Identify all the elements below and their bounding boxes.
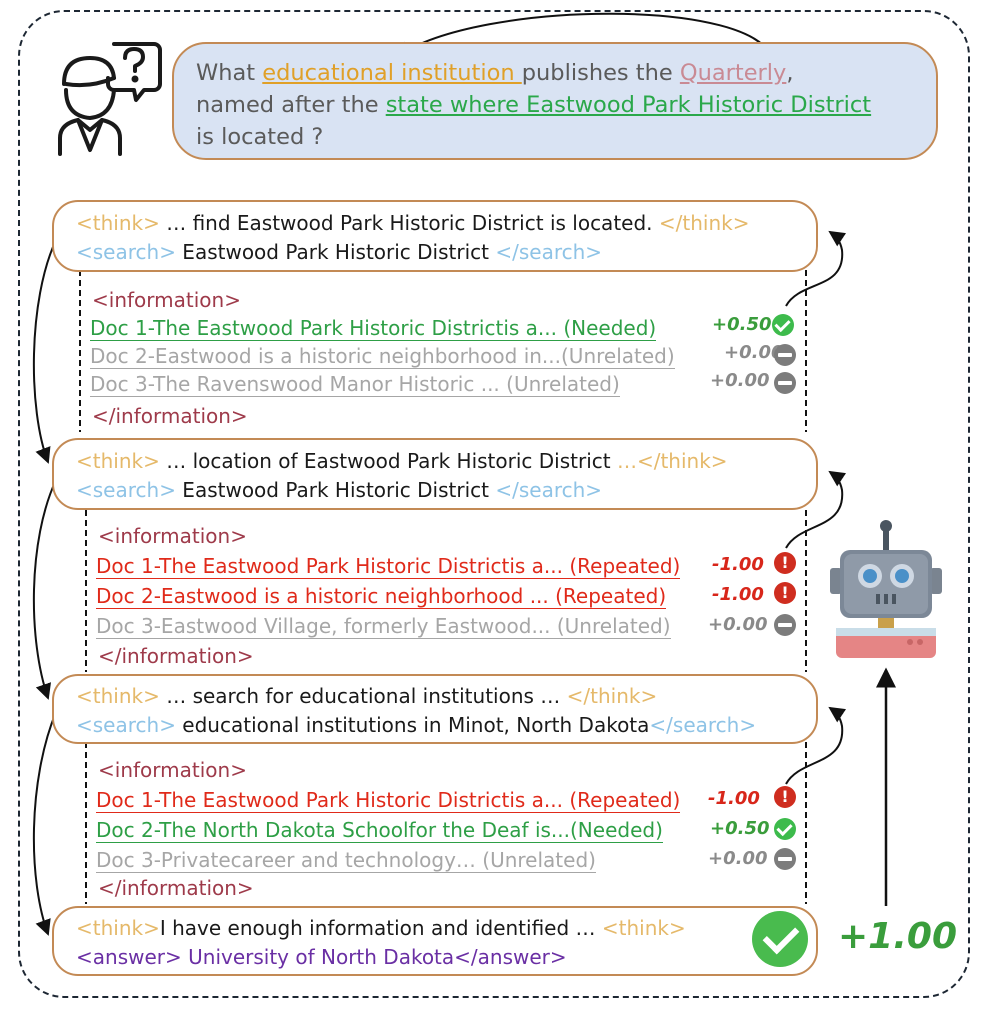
think-close-tag: </think>: [636, 449, 728, 473]
robot-icon: [830, 520, 942, 658]
minus-icon: [774, 614, 796, 636]
step-3-search: educational institutions in Minot, North…: [175, 713, 650, 737]
step-3-doc-2: Doc 2-The North Dakota Schoolfor the Dea…: [96, 818, 663, 843]
outer-dashed-frame: [18, 10, 970, 998]
info-3-open: <information>: [98, 758, 247, 782]
arrow-feedback-1: [785, 230, 847, 307]
step-1-doc-3-score: +0.00: [710, 370, 770, 391]
step-2-box: <think> … location of Eastwood Park Hist…: [52, 438, 818, 510]
search-open-tag: <search>: [76, 478, 176, 502]
question-text-4: named after the: [196, 92, 386, 118]
think-open-tag: <think>: [76, 211, 160, 235]
step-1-box: <think> … find Eastwood Park Historic Di…: [52, 200, 818, 272]
question-box: What educational institution publishes t…: [172, 42, 938, 160]
info-2-close: </information>: [98, 644, 254, 668]
question-text-1: What: [196, 60, 263, 86]
question-text-5: is located ?: [196, 124, 324, 150]
step-3-doc-3: Doc 3-Privatecareer and technology… (Unr…: [96, 848, 596, 873]
step-2-doc-1: Doc 1-The Eastwood Park Historic Distric…: [96, 554, 681, 579]
step-2-doc-3-score: +0.00: [708, 614, 768, 635]
arrow-step3-to-final: [32, 711, 57, 936]
info-1-close: </information>: [92, 404, 248, 428]
question-text-3: ,: [786, 60, 794, 86]
entity-state: state where Eastwood Park Historic Distr…: [385, 92, 872, 118]
question-text-2: publishes the: [521, 60, 680, 86]
step-3-doc-2-score: +0.50: [710, 818, 770, 839]
think-close-tag: </think>: [658, 211, 750, 235]
minus-icon: [774, 344, 796, 366]
think-open-tag: <think>: [76, 916, 160, 940]
step-2-doc-2-score: -1.00: [712, 584, 764, 605]
step-1-doc-2: Doc 2-Eastwood is a historic neighborhoo…: [90, 344, 675, 369]
step-1-search: Eastwood Park Historic District: [175, 240, 496, 264]
search-close-tag: </search>: [649, 713, 757, 737]
answer-close-tag: </answer>: [454, 945, 567, 969]
arrow-quarterly-to-institution: [396, 12, 773, 61]
warning-icon: [774, 582, 796, 604]
warning-icon: [774, 786, 796, 808]
step-1-doc-1: Doc 1-The Eastwood Park Historic Distric…: [90, 316, 657, 341]
step-3-doc-3-score: +0.00: [708, 848, 768, 869]
final-think: I have enough information and identified…: [159, 916, 602, 940]
final-answer-box: <think>I have enough information and ide…: [52, 906, 818, 976]
step-3-doc-1: Doc 1-The Eastwood Park Historic Distric…: [96, 788, 681, 813]
info-3-close: </information>: [98, 876, 254, 900]
answer-open-tag: <answer>: [76, 945, 182, 969]
step-2-doc-1-score: -1.00: [712, 554, 764, 575]
final-answer: University of North Dakota: [181, 945, 455, 969]
minus-icon: [774, 372, 796, 394]
info-2-open: <information>: [98, 524, 247, 548]
arrow-feedback-2: [785, 470, 847, 549]
search-close-tag: </search>: [495, 240, 603, 264]
step-2-doc-2: Doc 2-Eastwood is a historic neighborhoo…: [96, 584, 667, 609]
final-reward: +1.00: [838, 916, 957, 957]
step-2-think-tail: …: [616, 449, 637, 473]
arrow-feedback-3: [785, 706, 847, 785]
info-1-open: <information>: [92, 288, 241, 312]
step-2-doc-3: Doc 3-Eastwood Village, formerly Eastwoo…: [96, 614, 671, 639]
check-icon: [752, 911, 808, 967]
step-1-think: … find Eastwood Park Historic District i…: [159, 211, 659, 235]
arrow-step2-to-step3: [32, 479, 57, 700]
think-open-tag: <think>: [76, 449, 160, 473]
step-3-think: … search for educational institutions …: [159, 684, 567, 708]
search-open-tag: <search>: [76, 713, 176, 737]
step-2-search: Eastwood Park Historic District: [175, 478, 496, 502]
user-question-icon: [58, 42, 162, 156]
search-close-tag: </search>: [495, 478, 603, 502]
check-icon: [772, 314, 794, 336]
step-1-doc-3: Doc 3-The Ravenswood Manor Historic ... …: [90, 372, 620, 397]
think-close-tag: </think>: [566, 684, 658, 708]
entity-institution: educational institution: [262, 60, 522, 86]
step-3-box: <think> … search for educational institu…: [52, 674, 818, 744]
think-open-tag: <think>: [76, 684, 160, 708]
check-icon: [774, 818, 796, 840]
step-1-doc-2-score: +0.00: [724, 342, 784, 363]
arrow-step1-to-step2: [32, 239, 57, 464]
warning-icon: [774, 552, 796, 574]
step-3-doc-1-score: -1.00: [708, 788, 760, 809]
step-1-doc-1-score: +0.50: [712, 314, 772, 335]
search-open-tag: <search>: [76, 240, 176, 264]
minus-icon: [774, 848, 796, 870]
think-close-tag-alt: <think>: [601, 916, 686, 940]
step-2-think: … location of Eastwood Park Historic Dis…: [159, 449, 617, 473]
entity-quarterly: Quarterly: [679, 60, 787, 86]
